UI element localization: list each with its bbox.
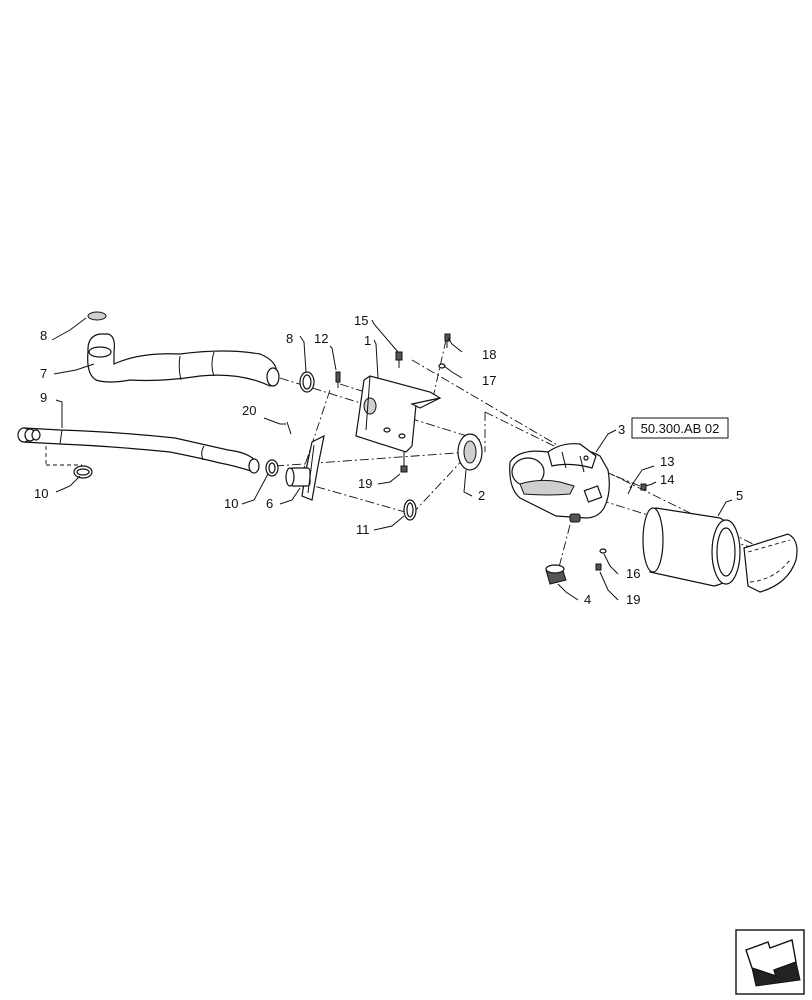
callout-20: 20 xyxy=(242,403,256,418)
callout-10-right: 10 xyxy=(224,496,238,511)
part-10-clamp-right xyxy=(265,459,279,477)
callout-11: 11 xyxy=(356,522,370,537)
leader-lines xyxy=(51,317,733,601)
callout-2: 2 xyxy=(478,488,485,503)
part-10-clamp-left xyxy=(73,465,93,479)
part-20-pin xyxy=(286,421,292,435)
callout-18: 18 xyxy=(482,347,496,362)
callout-4: 4 xyxy=(584,592,591,607)
callout-9: 9 xyxy=(40,390,47,405)
part-19-nut-left xyxy=(400,452,408,473)
part-8-clamp-top xyxy=(87,311,107,321)
callout-19-left: 19 xyxy=(358,476,372,491)
part-13-clip xyxy=(627,485,633,495)
part-11-seal xyxy=(403,499,417,521)
part-3-air-cleaner-housing xyxy=(509,443,610,523)
part-12-bolt xyxy=(335,371,341,388)
callout-6: 6 xyxy=(266,496,273,511)
part-16-washer xyxy=(599,548,607,554)
part-8-clamp xyxy=(299,371,315,393)
part-7-upper-hose xyxy=(87,333,280,387)
reference-link[interactable]: 50.300.AB 02 xyxy=(631,417,729,439)
callout-13: 13 xyxy=(660,454,674,469)
part-19-nut-right xyxy=(595,563,602,571)
callout-3: 3 xyxy=(618,422,625,437)
part-1-bracket xyxy=(355,375,442,453)
callout-8-clamp: 8 xyxy=(286,331,293,346)
callout-10-left: 10 xyxy=(34,486,48,501)
callout-15: 15 xyxy=(354,313,368,328)
callout-5: 5 xyxy=(736,488,743,503)
part-4-dust-valve xyxy=(545,564,567,585)
reference-label: 50.300.AB 02 xyxy=(641,421,720,436)
part-17-washer xyxy=(438,363,446,369)
part-6-adapter xyxy=(285,434,325,501)
part-9-lower-pipe xyxy=(17,427,260,474)
part-14-bolt xyxy=(640,483,647,491)
callout-1: 1 xyxy=(364,333,371,348)
callout-16: 16 xyxy=(626,566,640,581)
callout-14: 14 xyxy=(660,472,674,487)
housing-end-cover xyxy=(743,533,798,593)
part-2-gasket xyxy=(457,433,483,471)
reference-box[interactable] xyxy=(631,417,729,439)
next-page-arrow-icon[interactable] xyxy=(735,929,805,995)
callouts: 8 7 9 10 10 6 8 12 15 1 20 18 17 19 11 2… xyxy=(34,313,743,607)
callout-7: 7 xyxy=(40,366,47,381)
callout-17: 17 xyxy=(482,373,496,388)
callout-19-right: 19 xyxy=(626,592,640,607)
part-5-filter-element xyxy=(642,507,741,587)
callout-8-top: 8 xyxy=(40,328,47,343)
callout-12: 12 xyxy=(314,331,328,346)
part-15-bolt xyxy=(395,351,403,368)
part-18-bolt xyxy=(444,333,451,348)
